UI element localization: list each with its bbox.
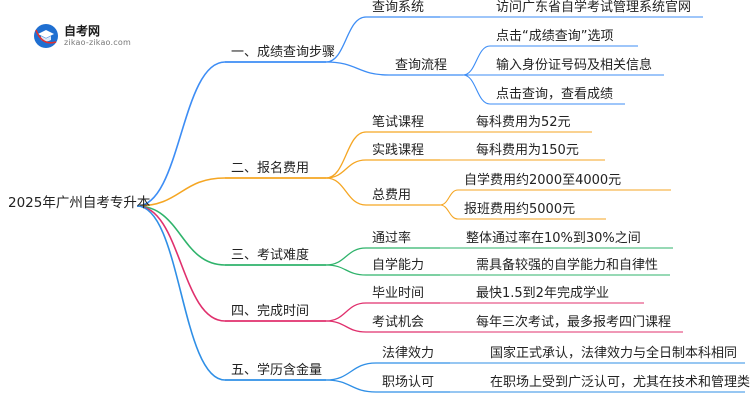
child-connector <box>325 264 367 276</box>
child-topic: 职场认可 <box>382 375 435 390</box>
branch-topic: 四、完成时间 <box>231 304 310 319</box>
child-topic: 法律效力 <box>382 346 435 361</box>
branch-topic: 一、成绩查询步骤 <box>231 45 336 60</box>
child-topic: 查询流程 <box>395 58 448 73</box>
leaf-topic: 访问广东省自学考试管理系统官网 <box>496 0 692 15</box>
child-connector <box>325 320 367 333</box>
branch-connector <box>136 177 226 207</box>
leaf-topic: 报班费用约5000元 <box>464 202 576 217</box>
child-connector <box>325 302 367 322</box>
root-topic: 2025年广州自考专升本 <box>8 195 151 211</box>
child-connector <box>325 16 367 63</box>
leaf-topic: 需具备较强的自学能力和自律性 <box>476 258 659 273</box>
site-logo: 自考网 zikao-zikao.com <box>34 22 144 52</box>
child-topic: 自学能力 <box>372 258 425 273</box>
leaf-topic: 每年三次考试，最多报考四门课程 <box>476 315 672 330</box>
child-topic: 考试机会 <box>372 315 425 330</box>
branch-topic: 三、考试难度 <box>231 248 310 263</box>
child-topic: 实践课程 <box>372 143 425 158</box>
leaf-connector <box>462 45 491 76</box>
child-connector <box>325 61 390 76</box>
logo-name: 自考网 <box>64 24 101 38</box>
leaf-topic: 国家正式承认，法律效力与全日制本科相同 <box>490 346 738 361</box>
child-topic: 总费用 <box>372 188 412 203</box>
child-topic: 笔试课程 <box>372 115 425 130</box>
branch-connector <box>136 205 226 322</box>
leaf-topic: 整体通过率在10%到30%之间 <box>466 231 641 246</box>
leaf-connector <box>439 189 459 206</box>
graduation-cap-icon <box>34 24 58 48</box>
logo-url: zikao-zikao.com <box>64 38 131 47</box>
leaf-connector <box>462 74 491 105</box>
leaf-topic: 自学费用约2000至4000元 <box>464 173 622 188</box>
child-connector <box>325 362 377 381</box>
child-connector <box>325 379 377 393</box>
leaf-topic: 每科费用为52元 <box>476 115 571 130</box>
child-topic: 通过率 <box>372 231 412 246</box>
leaf-topic: 在职场上受到广泛认可，尤其在技术和管理类岗位 <box>490 375 750 390</box>
branch-connector <box>136 61 226 207</box>
branch-connector <box>136 205 226 381</box>
leaf-topic: 每科费用为150元 <box>476 143 579 158</box>
leaf-topic: 输入身份证号码及相关信息 <box>496 58 653 73</box>
leaf-topic: 点击“成绩查询”选项 <box>496 29 614 44</box>
child-topic: 毕业时间 <box>372 286 425 301</box>
child-topic: 查询系统 <box>372 0 425 15</box>
child-connector <box>325 159 367 179</box>
branch-connector <box>136 205 226 266</box>
branch-topic: 二、报名费用 <box>231 161 310 176</box>
child-connector <box>325 131 367 179</box>
child-connector <box>325 247 367 266</box>
leaf-connector <box>439 204 459 220</box>
leaf-topic: 点击查询，查看成绩 <box>496 87 614 102</box>
leaf-topic: 最快1.5到2年完成学业 <box>476 286 609 301</box>
child-connector <box>325 177 367 206</box>
branch-topic: 五、学历含金量 <box>231 363 323 378</box>
